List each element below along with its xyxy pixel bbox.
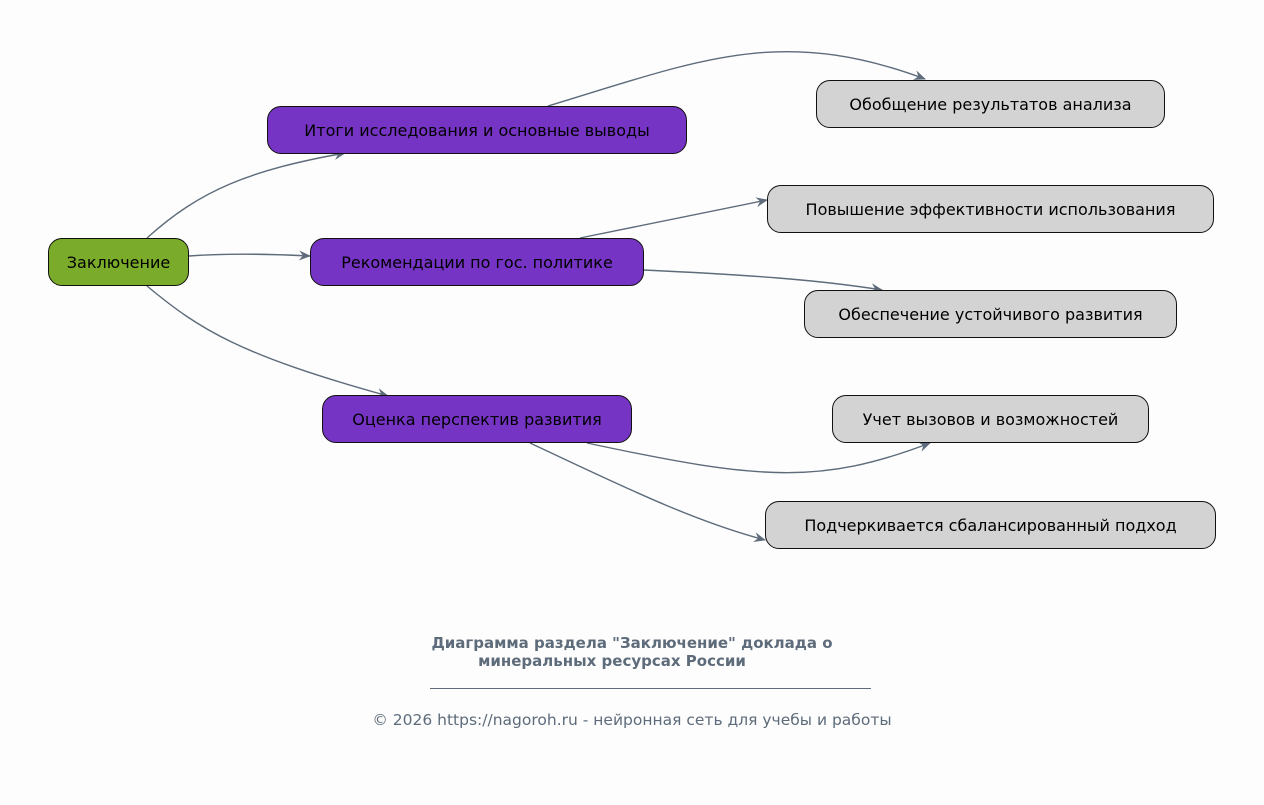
node-label: Заключение — [66, 252, 171, 272]
node-efficiency: Повышение эффективности использования — [767, 185, 1214, 233]
node-challenges: Учет вызовов и возможностей — [832, 395, 1149, 443]
node-outlook: Оценка перспектив развития — [322, 395, 632, 443]
edge-outlook-balanced — [529, 442, 766, 542]
edge-root-summary — [146, 150, 346, 239]
node-label: Обеспечение устойчивого развития — [838, 304, 1143, 324]
edge-policy-efficiency — [579, 197, 768, 239]
node-sustainability: Обеспечение устойчивого развития — [804, 290, 1177, 338]
node-label: Рекомендации по гос. политике — [341, 252, 613, 272]
caption-divider — [430, 688, 871, 689]
edge-summary-generalization — [547, 51, 926, 107]
node-balanced: Подчеркивается сбалансированный подход — [765, 501, 1216, 549]
node-policy: Рекомендации по гос. политике — [310, 238, 644, 286]
node-label: Итоги исследования и основные выводы — [304, 120, 650, 140]
edge-root-policy — [188, 250, 311, 261]
edge-policy-sustainability — [643, 269, 883, 294]
node-summary: Итоги исследования и основные выводы — [267, 106, 687, 154]
node-label: Оценка перспектив развития — [352, 409, 602, 429]
node-conclusion: Заключение — [48, 238, 189, 286]
copyright-text: © 2026 https://nagoroh.ru - нейронная се… — [372, 711, 892, 729]
node-label: Подчеркивается сбалансированный подход — [804, 515, 1177, 535]
node-label: Учет вызовов и возможностей — [862, 409, 1119, 429]
node-generalization: Обобщение результатов анализа — [816, 80, 1165, 128]
edge-outlook-challenges — [586, 442, 931, 474]
edge-root-outlook — [146, 285, 389, 398]
title-line-2: минеральных ресурсах России — [478, 652, 746, 670]
title-line-1: Диаграмма раздела "Заключение" доклада о — [431, 634, 833, 652]
node-label: Повышение эффективности использования — [805, 199, 1176, 219]
diagram-title: Диаграмма раздела "Заключение" доклада о… — [0, 634, 1264, 670]
node-label: Обобщение результатов анализа — [849, 94, 1132, 114]
